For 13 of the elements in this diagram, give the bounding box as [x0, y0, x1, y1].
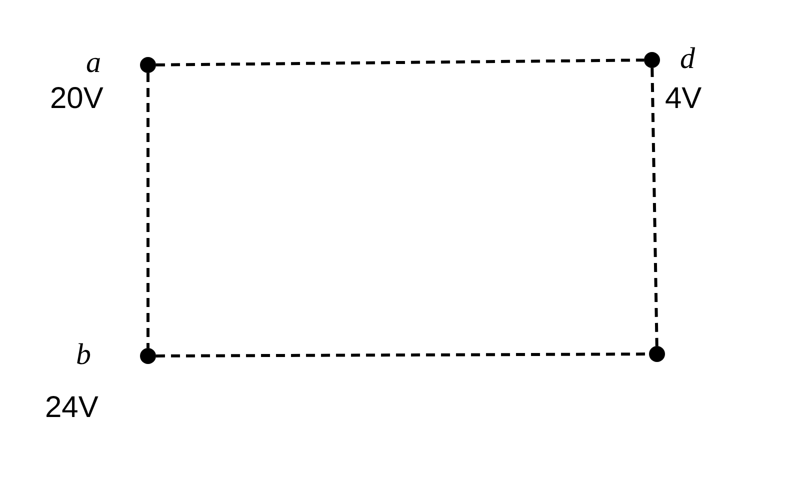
- junction-dot: [644, 52, 660, 68]
- voltage-label: 4V: [665, 84, 702, 114]
- dashed-line: [146, 73, 150, 348]
- point-label: a: [86, 48, 101, 78]
- point-label: d: [680, 44, 695, 74]
- junction-dot: [649, 346, 665, 362]
- junction-dot: [140, 57, 156, 73]
- junction-dot: [140, 348, 156, 364]
- dashed-line: [156, 58, 644, 66]
- dashed-line: [650, 68, 658, 346]
- voltage-label: 20V: [50, 84, 104, 114]
- voltage-label: 24V: [45, 393, 98, 423]
- point-label: b: [76, 340, 91, 370]
